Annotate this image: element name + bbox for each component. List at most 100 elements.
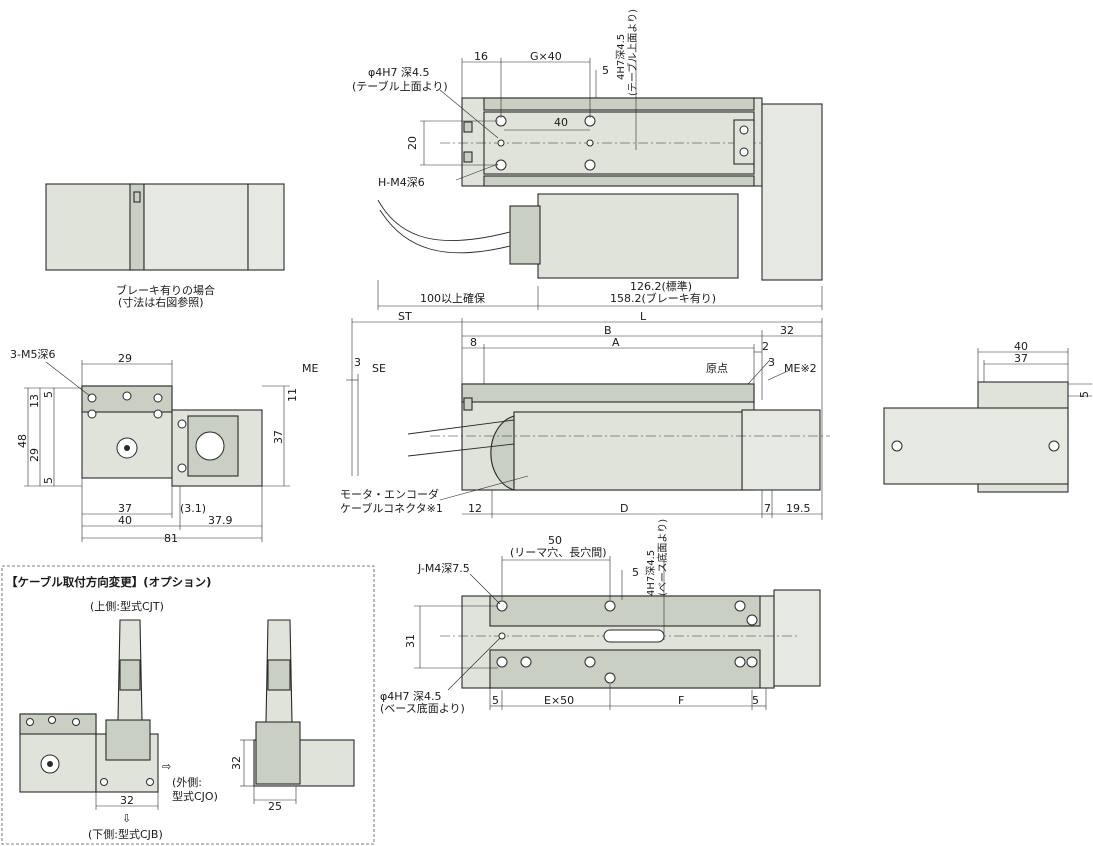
dim-label: 50 bbox=[548, 534, 562, 547]
screw-icon bbox=[100, 778, 108, 786]
end-view: 40 37 5 bbox=[883, 340, 1092, 493]
dim-label: 40 bbox=[554, 116, 568, 129]
dim-label: 3 bbox=[768, 356, 775, 369]
bottom-rail-top bbox=[489, 595, 761, 627]
cable-sleeve bbox=[119, 659, 141, 691]
pin-hole-icon bbox=[497, 139, 505, 147]
hole-icon bbox=[734, 600, 746, 612]
dim-label: 11 bbox=[286, 388, 299, 402]
dim-label: 158.2(ブレーキ有り) bbox=[610, 291, 716, 305]
callout-label: (テーブル上面より) bbox=[352, 79, 448, 93]
bottom-view: 50 (リーマ穴、長穴間) J-M4深7.5 5 4H7深4.5 (ベース底面よ… bbox=[380, 519, 821, 715]
end-plate-top bbox=[733, 119, 755, 165]
dim-label: 37 bbox=[118, 502, 132, 515]
dim-label: 5 bbox=[492, 694, 499, 707]
cable-line bbox=[377, 199, 511, 242]
dim-label: 29 bbox=[28, 448, 41, 462]
hole-icon bbox=[72, 718, 80, 726]
cable-line bbox=[379, 209, 511, 254]
slider-table bbox=[483, 111, 755, 175]
screw-icon bbox=[739, 147, 749, 157]
cable-sleeve bbox=[267, 659, 291, 691]
connector-hole-icon bbox=[195, 431, 225, 461]
motor-body-side bbox=[537, 193, 739, 279]
pin-hole-icon bbox=[586, 139, 594, 147]
callout-label: モータ・エンコーダ bbox=[340, 487, 439, 501]
hole-icon bbox=[734, 656, 746, 668]
option-box: 【ケーブル取付方向変更】(オプション) (上側:型式CJT) 32 ⇨ (外側:… bbox=[1, 565, 375, 845]
screw-icon bbox=[133, 191, 141, 203]
dim-label: B bbox=[604, 324, 612, 337]
callout-label: φ4H7 深4.5 bbox=[368, 66, 430, 79]
option-side-connector bbox=[255, 721, 301, 785]
dim-label: 3 bbox=[354, 356, 361, 369]
dim-label: 37.9 bbox=[208, 514, 233, 527]
callout-label: J-M4深7.5 bbox=[417, 562, 470, 575]
dim-label: 29 bbox=[118, 352, 132, 365]
dim-label: 13 bbox=[28, 394, 41, 408]
callout-label: (リーマ穴、長穴間) bbox=[510, 545, 607, 559]
connector-cap bbox=[490, 415, 515, 491]
dim-label: F bbox=[678, 694, 684, 707]
stopper-icon bbox=[463, 151, 473, 163]
dim-label: (3.1) bbox=[180, 502, 206, 515]
hole-icon bbox=[604, 600, 616, 612]
callout-label: 4H7深4.5 bbox=[645, 550, 657, 596]
callout-label: (ベース底面より) bbox=[656, 519, 669, 596]
pin-hole-icon bbox=[498, 632, 506, 640]
dim-label: 8 bbox=[470, 336, 477, 349]
callout-label: ME※2 bbox=[784, 362, 817, 375]
hole-icon bbox=[584, 159, 596, 171]
bottom-rail-bottom bbox=[489, 649, 761, 689]
dim-label: G×40 bbox=[530, 50, 562, 63]
brake-view: ブレーキ有りの場合 (寸法は右図参照) bbox=[45, 183, 285, 309]
motor-block-top bbox=[761, 103, 823, 281]
dim-label: 12 bbox=[468, 502, 482, 515]
screw-icon bbox=[739, 125, 749, 135]
hole-icon bbox=[746, 656, 758, 668]
motor-block-side bbox=[741, 409, 821, 491]
screw-icon bbox=[177, 463, 187, 473]
screw-icon bbox=[146, 778, 154, 786]
dim-label: 5 bbox=[42, 391, 55, 398]
screw-icon bbox=[891, 440, 903, 452]
arrow-right-icon: ⇨ bbox=[162, 760, 171, 773]
callout-label: φ4H7 深4.5 bbox=[380, 690, 442, 703]
dim-label: 5 bbox=[632, 566, 639, 579]
dim-label: D bbox=[620, 502, 628, 515]
hole-icon bbox=[48, 716, 56, 724]
dim-label: 32 bbox=[120, 794, 134, 807]
caption-label: (寸法は右図参照) bbox=[118, 295, 204, 309]
hole-icon bbox=[153, 393, 163, 403]
hole-icon bbox=[520, 656, 532, 668]
screw-icon bbox=[177, 419, 187, 429]
dim-label: 25 bbox=[268, 800, 282, 813]
dim-label: E×50 bbox=[544, 694, 574, 707]
brake-motor bbox=[143, 183, 249, 271]
option-label-bottom: (下側:型式CJB) bbox=[88, 827, 163, 841]
dim-label: 32 bbox=[230, 756, 243, 770]
body-edge-top bbox=[483, 97, 755, 111]
option-frame bbox=[1, 565, 375, 845]
hole-icon bbox=[584, 656, 596, 668]
hole-icon bbox=[604, 672, 616, 684]
shaft-center-icon bbox=[47, 761, 53, 767]
screw-icon bbox=[1048, 440, 1060, 452]
cable-connector bbox=[509, 205, 541, 265]
shaft-center-icon bbox=[124, 445, 130, 451]
bottom-motor bbox=[773, 589, 821, 687]
callout-label: SE bbox=[372, 362, 386, 375]
hole-icon bbox=[496, 656, 508, 668]
dim-label: 5 bbox=[1078, 391, 1091, 398]
stopper-icon bbox=[463, 121, 473, 133]
hole-icon bbox=[26, 718, 34, 726]
top-view: 16 G×40 5 4H7深4.5 (テーブル上面より) φ4H7 深4.5 (… bbox=[352, 9, 823, 310]
end-cover bbox=[883, 407, 1069, 485]
callout-label: 原点 bbox=[706, 362, 728, 375]
dim-label: 2 bbox=[762, 340, 769, 353]
motor-cylinder bbox=[513, 411, 743, 491]
dim-label: 5 bbox=[42, 477, 55, 484]
dim-label: A bbox=[612, 336, 620, 349]
option-label-top: (上側:型式CJT) bbox=[90, 599, 164, 613]
dim-label: 16 bbox=[474, 50, 488, 63]
